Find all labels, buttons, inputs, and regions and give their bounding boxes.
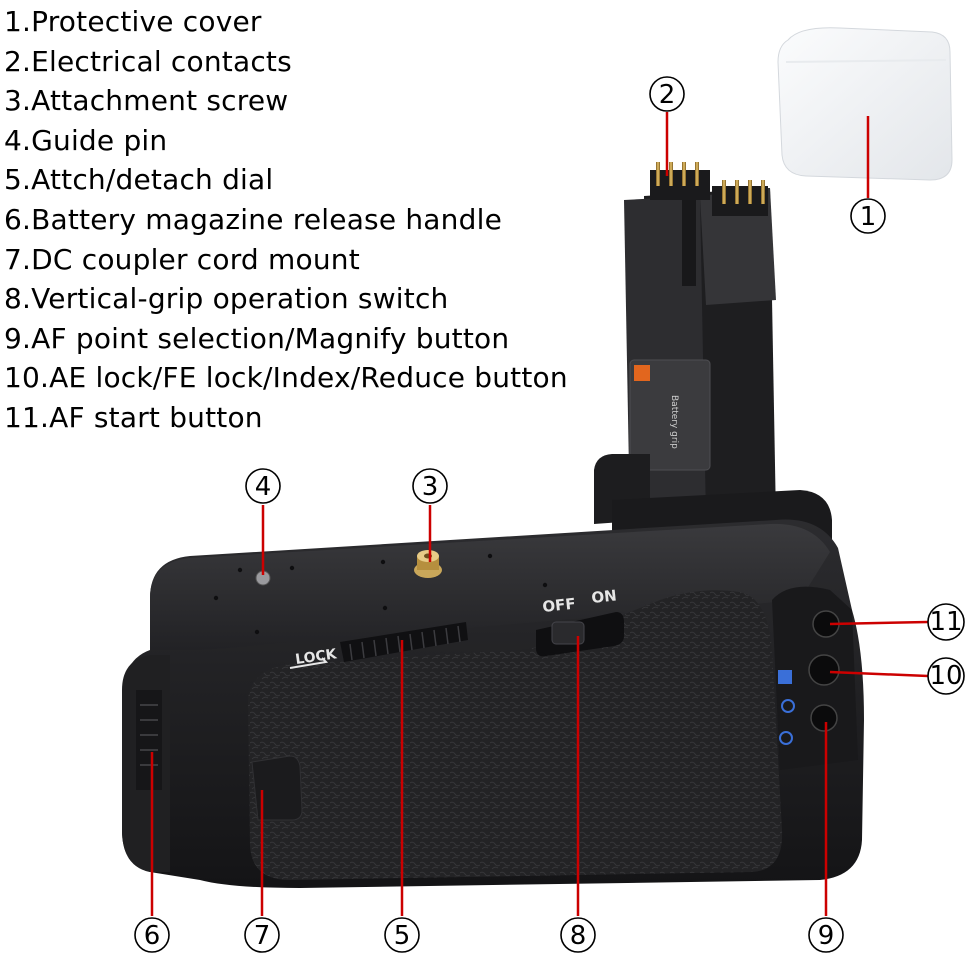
callout-11-label: 11 [929, 607, 962, 637]
electrical-contacts [656, 162, 765, 204]
callout-3-label: 3 [422, 472, 439, 502]
ae-lock-button [808, 654, 840, 686]
magnify-minus-icon [781, 699, 795, 713]
index-icon [778, 670, 792, 684]
callouts: 1 2 3 4 5 6 7 [134, 76, 965, 953]
legend-item-4: 4.Guide pin [4, 123, 168, 157]
callout-4: 4 [245, 468, 281, 504]
callout-1: 1 [850, 198, 886, 234]
legend-item-2: 2.Electrical contacts [4, 44, 292, 78]
callout-2-label: 2 [659, 80, 676, 110]
callout-11: 11 [927, 603, 965, 641]
legend-item-8: 8.Vertical-grip operation switch [4, 282, 449, 316]
callout-10-label: 10 [929, 661, 962, 691]
grip-body: LOCK OFF ON [122, 519, 864, 888]
legend-item-1: 1.Protective cover [4, 5, 262, 38]
legend-item-10: 10.AE lock/FE lock/Index/Reduce button [4, 361, 568, 395]
callout-9: 9 [808, 917, 844, 953]
legend-item-9: 9.AF point selection/Magnify button [4, 321, 510, 355]
callout-7: 7 [244, 917, 280, 953]
dc-coupler-flap [251, 755, 303, 821]
callout-8-label: 8 [570, 921, 587, 951]
callout-7-label: 7 [254, 921, 271, 951]
magnify-plus-icon [779, 731, 793, 745]
callout-2: 2 [649, 76, 685, 112]
leader-lines [150, 112, 929, 916]
battery-magazine: Battery grip [624, 162, 776, 524]
operation-switch: OFF ON [536, 586, 624, 657]
callout-8: 8 [560, 917, 596, 953]
legend-item-5: 5.Attch/detach dial [4, 163, 274, 197]
callout-10: 10 [927, 657, 965, 695]
attachment-screw [414, 550, 442, 578]
leader-10 [829, 670, 929, 678]
switch-on-label: ON [591, 586, 618, 607]
leader-11 [829, 620, 929, 626]
attach-detach-dial: LOCK [289, 622, 468, 669]
parts-legend: 1.Protective cover 2.Electrical contacts… [4, 2, 568, 438]
legend-item-6: 6.Battery magazine release handle [4, 202, 502, 236]
callout-3: 3 [412, 468, 448, 504]
callout-9-label: 9 [818, 921, 835, 951]
legend-item-3: 3.Attachment screw [4, 84, 289, 118]
protective-cover [777, 27, 953, 181]
callout-4-label: 4 [255, 472, 272, 502]
callout-5-label: 5 [394, 921, 411, 951]
switch-off-label: OFF [542, 595, 577, 616]
callout-6: 6 [134, 917, 170, 953]
battery-label: Battery grip [669, 395, 679, 449]
legend-item-11: 11.AF start button [4, 400, 263, 434]
legend-item-7: 7.DC coupler cord mount [4, 242, 360, 276]
callout-1-label: 1 [860, 202, 877, 232]
af-point-button [810, 704, 838, 732]
callout-6-label: 6 [144, 921, 161, 951]
callout-5: 5 [384, 917, 420, 953]
